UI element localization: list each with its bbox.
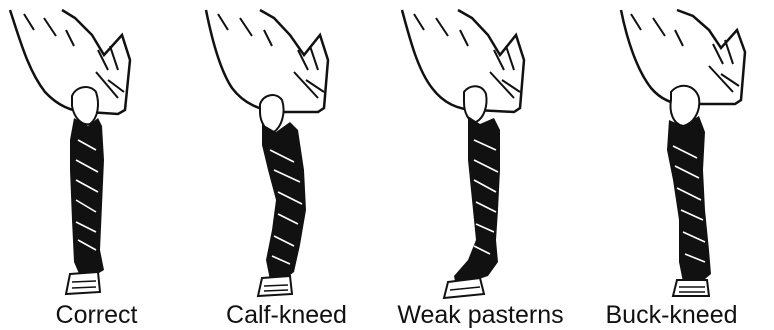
caption-buck-kneed: Buck-kneed: [575, 300, 768, 330]
leg-panel-weak-pasterns: Weak pasterns: [384, 0, 577, 330]
caption-calf-kneed: Calf-kneed: [190, 300, 383, 330]
leg-panel-buck-kneed: Buck-kneed: [575, 0, 768, 330]
leg-illustration-weak-pasterns: [384, 0, 577, 300]
caption-weak-pasterns: Weak pasterns: [384, 300, 577, 330]
caption-correct: Correct: [0, 300, 193, 330]
leg-illustration-correct: [0, 0, 193, 300]
leg-illustration-buck-kneed: [575, 0, 768, 300]
leg-illustration-calf-kneed: [190, 0, 383, 300]
leg-panel-correct: Correct: [0, 0, 193, 330]
leg-panel-calf-kneed: Calf-kneed: [190, 0, 383, 330]
